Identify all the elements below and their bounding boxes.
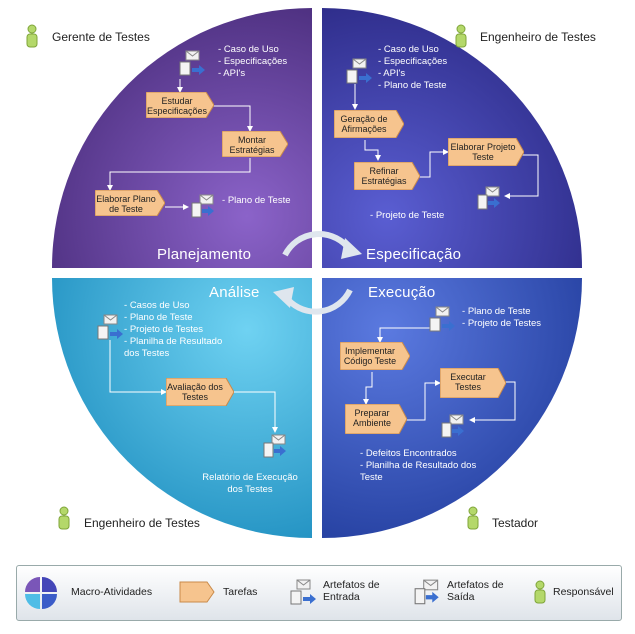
person-icon: [467, 506, 479, 530]
title-planejamento: Planejamento: [157, 246, 252, 263]
output-artifact-icon: [414, 579, 439, 605]
legend-tarefas-label: Tarefas: [223, 586, 258, 598]
input-artifact-icon: [97, 314, 123, 340]
role-gerente-de-testes: Gerente de Testes: [52, 30, 150, 44]
output-artifact-icon: [191, 194, 214, 218]
person-icon: [26, 24, 38, 48]
title-especificacao: Especificação: [366, 246, 462, 263]
macro-activity-circle: [52, 8, 582, 538]
person-icon: [455, 24, 467, 48]
task-preparar-ambiente: Preparar Ambiente: [345, 404, 407, 434]
legend-entrada-label: Artefatos de Entrada: [323, 579, 380, 603]
task-estudar-especificacoes: Estudar Especificações: [146, 92, 214, 118]
planejamento-inputs: Caso de Uso Especificações API's: [218, 44, 287, 80]
especificacao-output: Projeto de Teste: [370, 210, 444, 222]
task-implementar-codigo-teste: Implementar Código Teste: [340, 342, 410, 370]
task-elaborar-plano-de-teste: Elaborar Plano de Teste: [95, 190, 165, 216]
title-execucao: Execução: [368, 284, 436, 301]
input-artifact-icon: [429, 306, 455, 332]
legend-saida-label: Artefatos de Saída: [447, 579, 504, 603]
legend-macro-label: Macro-Atividades: [71, 586, 153, 598]
legend: Macro-Atividades Tarefas Artefatos de En…: [16, 565, 622, 621]
task-refinar-estrategias: Refinar Estratégias: [354, 162, 420, 190]
output-artifact-icon: [477, 186, 500, 210]
analise-inputs: Casos de Uso Plano de Teste Projeto de T…: [124, 300, 234, 360]
input-artifact-icon: [290, 579, 316, 605]
task-avaliacao-dos-testes: Avaliação dos Testes: [166, 378, 234, 406]
legend-responsavel-label: Responsável: [553, 586, 614, 598]
analise-output: Relatório de Execução dos Testes: [202, 472, 298, 495]
task-geracao-de-afirmacoes: Geração de Afirmações: [334, 110, 404, 138]
person-icon: [534, 580, 546, 604]
execucao-inputs: Plano de Teste Projeto de Testes: [462, 306, 541, 330]
task-elaborar-projeto-teste: Elaborar Projeto Teste: [448, 138, 524, 166]
role-engenheiro-de-testes-top: Engenheiro de Testes: [480, 30, 596, 44]
input-artifact-icon: [346, 58, 372, 84]
output-artifact-icon: [263, 434, 286, 458]
role-engenheiro-de-testes-bottom: Engenheiro de Testes: [84, 516, 200, 530]
person-icon: [58, 506, 70, 530]
cycle-arrows-icon: [282, 231, 353, 315]
task-shape-icon: [179, 581, 215, 603]
quadrant-analise: [52, 278, 312, 538]
especificacao-inputs: Caso de Uso Especificações API's Plano d…: [378, 44, 447, 92]
input-artifact-icon: [179, 50, 205, 76]
macro-activities-icon: [25, 577, 57, 609]
task-executar-testes: Executar Testes: [440, 368, 506, 398]
title-analise: Análise: [209, 284, 260, 301]
planejamento-output: Plano de Teste: [222, 195, 291, 207]
output-artifact-icon: [441, 414, 464, 438]
task-montar-estrategias: Montar Estratégias: [222, 131, 288, 157]
execucao-outputs: Defeitos Encontrados Planilha de Resulta…: [360, 448, 480, 484]
role-testador: Testador: [492, 516, 539, 530]
